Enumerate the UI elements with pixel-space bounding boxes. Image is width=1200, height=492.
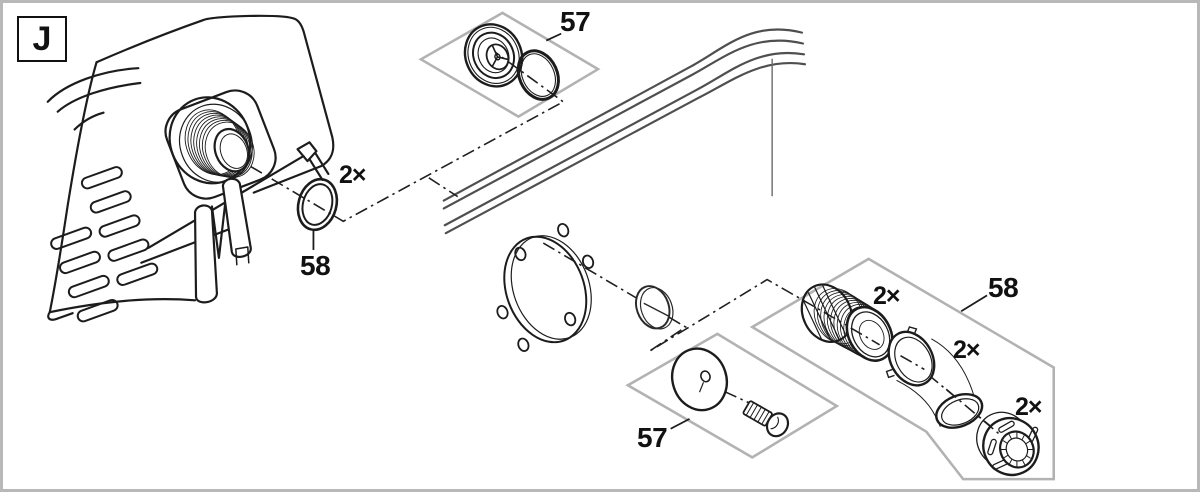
cable-gland xyxy=(296,141,318,163)
disc-57-drawing xyxy=(670,347,729,412)
disc-center-hole xyxy=(700,370,711,383)
pump-foot-notch xyxy=(235,246,250,266)
leader-58-fittings xyxy=(960,294,988,312)
pump-left-edge xyxy=(48,61,98,314)
membrane-drawing xyxy=(635,285,674,330)
outlet-bore xyxy=(213,127,251,173)
centerline-gasket-fittings xyxy=(542,242,1015,447)
pump-handle-curve xyxy=(73,111,105,131)
pump-left-foot xyxy=(47,311,74,321)
callout-58-pump: 58 xyxy=(300,250,331,281)
intake-grille xyxy=(50,166,159,323)
elbow-top-opening xyxy=(887,330,936,387)
centerline-overlays xyxy=(850,327,1001,436)
callout-57-bottom: 57 xyxy=(637,422,668,453)
pump-fin-1 xyxy=(210,196,227,259)
gasket-hole xyxy=(517,337,530,352)
cap-57-drawing xyxy=(463,23,560,101)
pump-handle-inner xyxy=(56,81,142,113)
nut-bore xyxy=(999,430,1035,469)
section-label-box: J xyxy=(17,16,67,62)
cap-spokes xyxy=(491,44,509,68)
callout-58-fittings: 58 xyxy=(988,272,1019,303)
leader-57-bottom xyxy=(670,418,690,430)
pump-foot-pillar-1 xyxy=(193,204,219,304)
centerline-pipe-tick xyxy=(428,177,459,198)
leader-57-top xyxy=(545,32,562,42)
pump-handle-outer xyxy=(46,67,140,103)
qty-nut: 2× xyxy=(1015,393,1042,421)
pump-body-outline xyxy=(95,14,335,194)
box-fittings-58 xyxy=(749,257,1056,481)
nut-bore-threads xyxy=(1000,431,1033,468)
oring-57-drawing xyxy=(516,49,560,101)
assembly-centerlines xyxy=(229,51,1015,447)
callout-57-top: 57 xyxy=(560,6,591,37)
elbow-drawing xyxy=(885,326,984,429)
elbow-tab-top xyxy=(906,326,918,335)
label-leader-lines xyxy=(312,32,988,430)
centerline-outlet-cap xyxy=(229,51,565,223)
gasket-hole xyxy=(564,311,577,327)
gasket-hole xyxy=(514,246,527,262)
connector-knurl-facets xyxy=(802,285,846,341)
section-label: J xyxy=(32,19,52,58)
exploded-parts-drawing xyxy=(46,11,1056,481)
gasket-drawing xyxy=(496,223,595,352)
qty-connector: 2× xyxy=(873,282,900,310)
hose-connector-drawing xyxy=(800,283,894,362)
pump-bottom-edge xyxy=(48,298,197,314)
screw-drawing xyxy=(742,400,790,438)
pump-housing-drawing xyxy=(46,14,335,323)
qty-pump-oring: 2× xyxy=(339,161,366,189)
qty-elbow: 2× xyxy=(953,336,980,364)
gasket-hole xyxy=(557,223,570,238)
pipe-drawing xyxy=(442,28,807,235)
gasket-hole xyxy=(581,254,595,269)
oring-58-drawing xyxy=(296,177,339,232)
pump-foot-pillar-2 xyxy=(221,177,252,259)
elbow-tab-left xyxy=(885,368,895,379)
nut-grip-slot xyxy=(998,420,1015,433)
elbow-inner-curve xyxy=(896,379,941,427)
nut-grip-slot xyxy=(987,438,997,456)
membrane-axis-tick xyxy=(643,302,669,317)
gasket-hole xyxy=(496,305,509,320)
